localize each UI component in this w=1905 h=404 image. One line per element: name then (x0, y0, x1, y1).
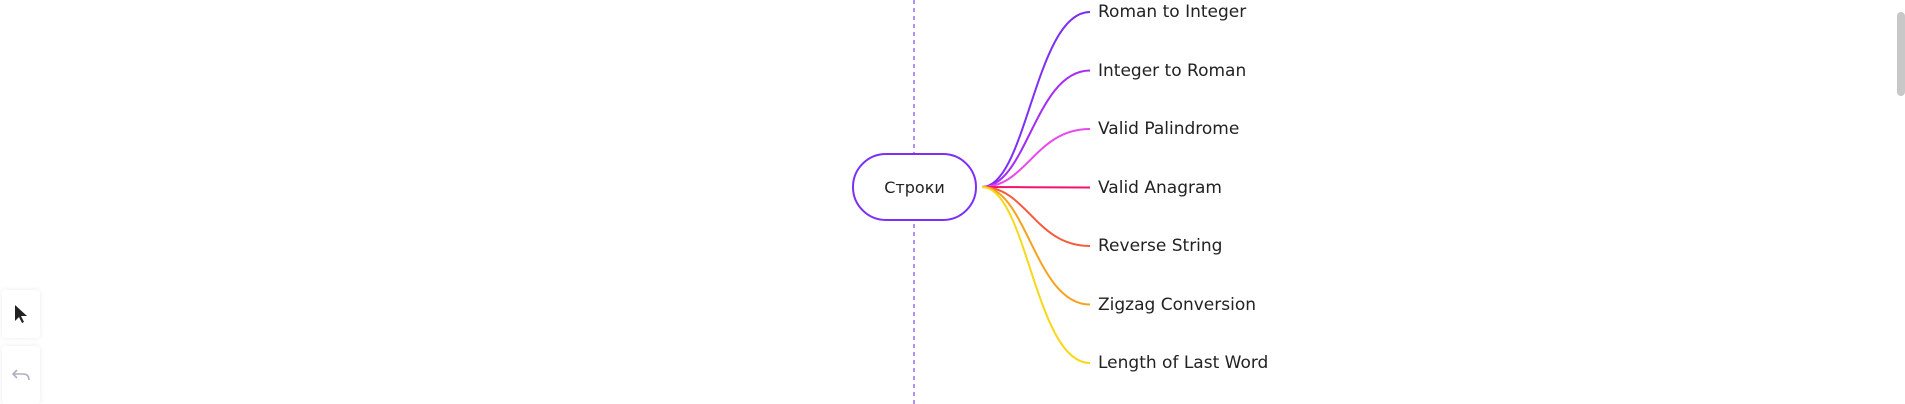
branch-connector (981, 11, 1091, 188)
branch-node-label[interactable]: Length of Last Word (1098, 353, 1269, 373)
branch-connector (981, 186, 1091, 364)
undo-button[interactable] (2, 346, 40, 404)
cursor-icon (15, 305, 27, 323)
central-node[interactable]: Строки (852, 153, 977, 221)
select-tool-button[interactable] (2, 290, 40, 338)
branch-node-label[interactable]: Roman to Integer (1098, 2, 1247, 22)
vertical-scrollbar[interactable] (1897, 12, 1905, 96)
undo-icon (11, 369, 30, 381)
branch-node-label[interactable]: Valid Anagram (1098, 177, 1222, 198)
branch-connector (981, 186, 1091, 306)
branch-node-label[interactable]: Valid Palindrome (1098, 119, 1240, 139)
branch-node-label[interactable]: Zigzag Conversion (1098, 294, 1257, 315)
branch-connector (981, 69, 1091, 188)
branch-connector (981, 128, 1091, 188)
branch-node-label[interactable]: Integer to Roman (1098, 60, 1247, 81)
central-node-label: Строки (884, 177, 945, 197)
branch-connector (981, 186, 1091, 189)
branch-connector (981, 186, 1091, 247)
branch-node-label[interactable]: Reverse String (1098, 236, 1223, 256)
